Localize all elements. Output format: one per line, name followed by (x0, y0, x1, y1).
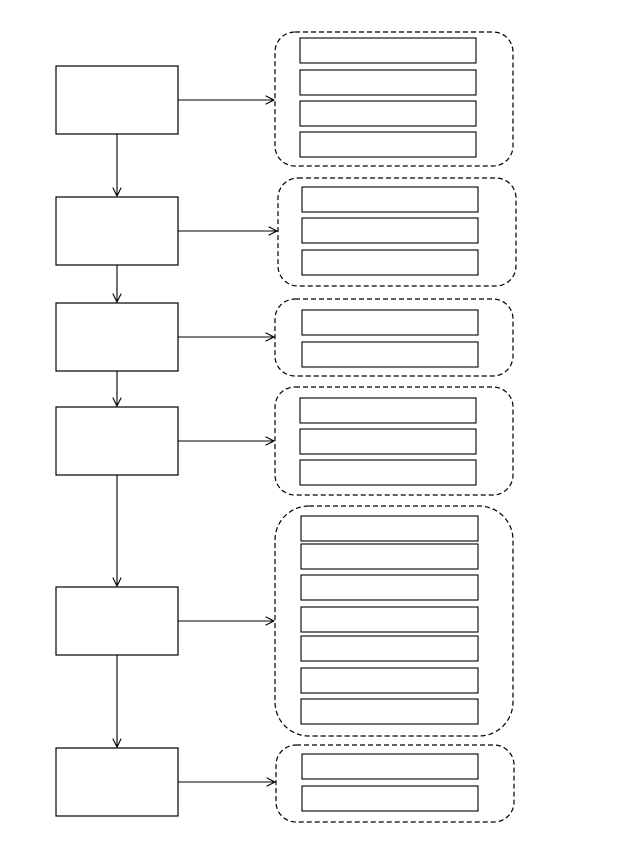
step-box-6 (55, 747, 179, 817)
arrowhead-step-3-to-group (265, 332, 275, 342)
groups-layer (274, 31, 517, 823)
arrowhead-step-4-to-group (265, 436, 275, 446)
step-box-1 (55, 65, 179, 135)
group-2-item-2 (301, 217, 479, 244)
arrowhead-step-6-to-group (266, 777, 276, 787)
group-6-item-1 (301, 753, 479, 780)
group-1-item-4 (299, 131, 477, 158)
group-5-item-3 (300, 574, 479, 601)
group-5-item-5 (300, 635, 479, 662)
step-box-4 (55, 406, 179, 476)
group-1-item-1 (299, 37, 477, 64)
step-box-3 (55, 302, 179, 372)
group-3-item-2 (301, 341, 479, 368)
group-5-item-2 (300, 543, 479, 570)
arrowhead-step-5-to-group (265, 616, 275, 626)
step-box-2 (55, 196, 179, 266)
group-5-item-7 (300, 698, 479, 725)
group-5-item-6 (300, 667, 479, 694)
group-4-item-3 (299, 459, 477, 486)
arrowhead-step-2-to-group (268, 226, 278, 236)
group-6-item-2 (301, 785, 479, 812)
group-2-item-1 (301, 186, 479, 213)
group-2-item-3 (301, 249, 479, 276)
connectors-layer (112, 95, 278, 787)
group-1-item-3 (299, 100, 477, 127)
group-5-item-4 (300, 606, 479, 633)
arrowhead-step-4-to-step-5 (112, 577, 122, 587)
steps-layer (55, 65, 179, 817)
group-4-item-1 (299, 397, 477, 424)
arrowhead-step-3-to-step-4 (112, 397, 122, 407)
arrowhead-step-1-to-step-2 (112, 187, 122, 197)
arrowhead-step-1-to-group (265, 95, 275, 105)
group-5-item-1 (300, 515, 479, 542)
step-box-5 (55, 586, 179, 656)
group-4-item-2 (299, 428, 477, 455)
arrowhead-step-5-to-step-6 (112, 738, 122, 748)
group-1-item-2 (299, 69, 477, 96)
arrowhead-step-2-to-step-3 (112, 293, 122, 303)
group-3-item-1 (301, 309, 479, 336)
